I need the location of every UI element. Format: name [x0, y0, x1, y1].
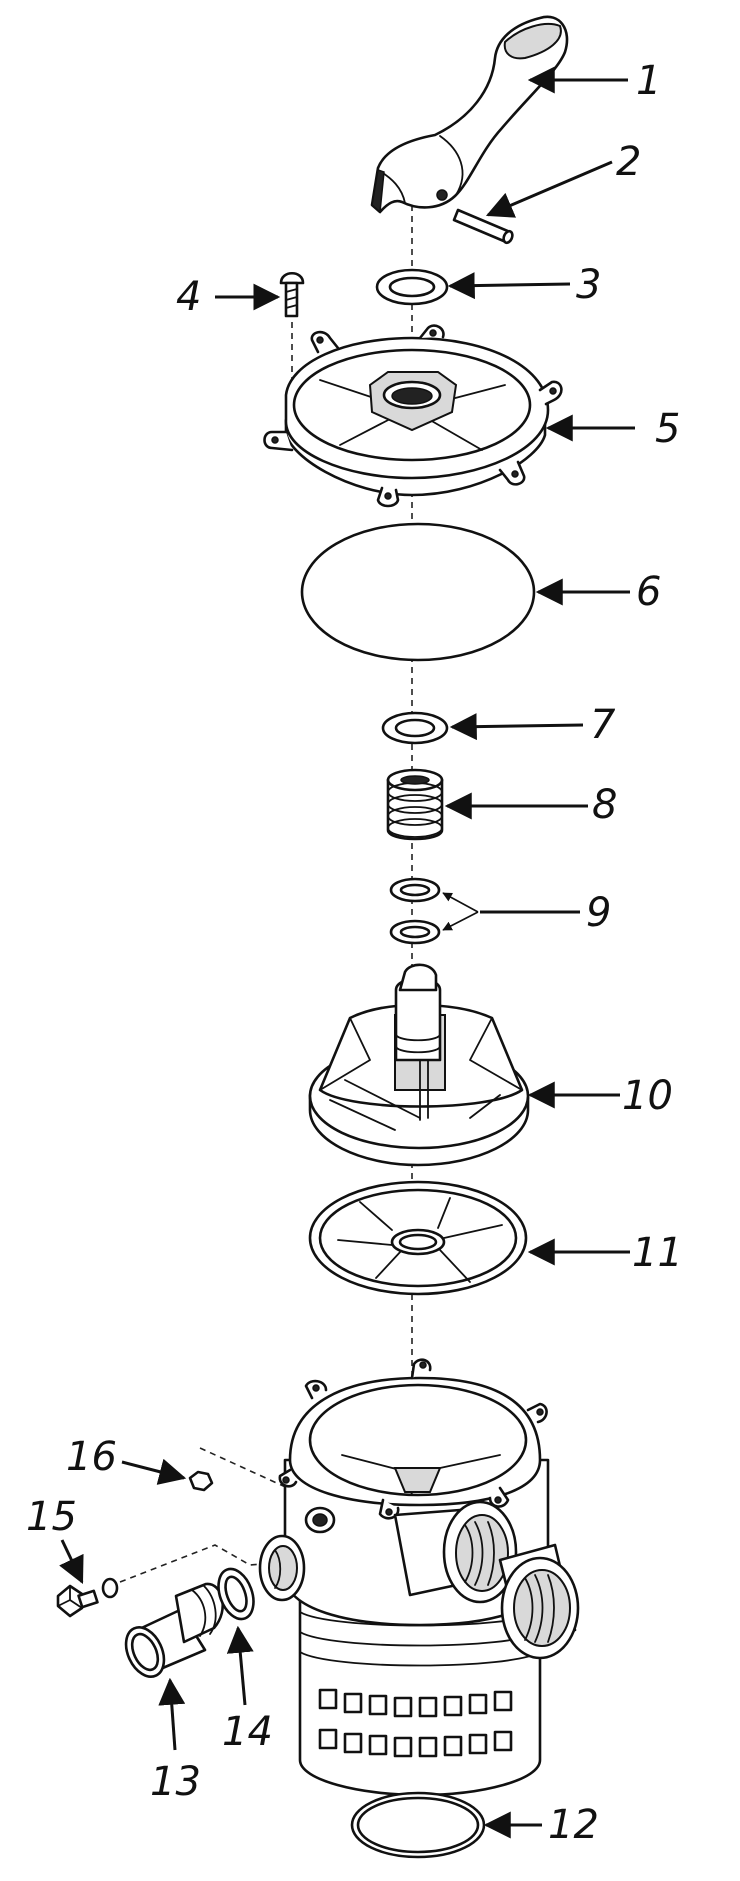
rotor-seal-part: [308, 1180, 528, 1296]
shaft-o-ring-part: [375, 268, 449, 306]
cover-lug-top: [418, 324, 445, 340]
handle-part: [370, 15, 569, 214]
spring-part: [386, 768, 444, 841]
callout-3: 3: [576, 262, 601, 308]
nut-axis: [199, 1447, 293, 1520]
body-lugs: [278, 1358, 548, 1520]
callout-labels: 1 2 3 4 5 6 7 8 9 10 11 12 13 14 15 16: [26, 58, 683, 1848]
valve-body-part: [258, 1358, 580, 1797]
adapter-o-ring-part: [217, 1567, 255, 1621]
leader-14: [226, 1625, 254, 1706]
callout-2: 2: [616, 139, 641, 185]
leader-lines: [59, 66, 635, 1839]
callout-4: 4: [176, 274, 201, 320]
callout-16: 16: [66, 1434, 117, 1480]
leader-13: [158, 1677, 186, 1751]
spring-washer-part: [381, 711, 449, 745]
leader-15: [59, 1539, 84, 1585]
callout-5: 5: [655, 406, 680, 452]
callout-15: 15: [26, 1494, 77, 1540]
cover-gasket-part: [300, 522, 536, 662]
rotor-part: [308, 963, 530, 1167]
leader-7: [449, 713, 584, 741]
cover-lug-bottomright: [498, 460, 526, 486]
callout-14: 14: [222, 1709, 273, 1755]
hex-nut-part: [188, 1470, 214, 1492]
leader-9-lower: [442, 911, 479, 931]
cover-lug-bottom: [376, 486, 400, 508]
callout-13: 13: [150, 1759, 201, 1805]
body-slots: [318, 1688, 513, 1758]
stem-o-ring-upper-part: [389, 877, 441, 903]
cover-lug-right: [538, 380, 563, 406]
callout-12: 12: [548, 1802, 599, 1848]
cover-lug-topleft: [310, 330, 340, 354]
callout-6: 6: [636, 569, 661, 615]
leader-2: [485, 160, 613, 218]
cover-lug-left: [263, 430, 294, 452]
callout-10: 10: [622, 1073, 673, 1119]
leader-9-upper: [442, 892, 479, 913]
callout-8: 8: [592, 782, 617, 828]
drain-plug-o-ring-part: [101, 1577, 119, 1599]
callout-7: 7: [590, 702, 616, 748]
cover-screw-part: [279, 271, 305, 318]
valve-cover-part: [263, 324, 563, 508]
leader-16: [121, 1458, 187, 1485]
callout-11: 11: [632, 1230, 683, 1276]
adapter-part: [124, 1582, 224, 1678]
body-o-ring-part: [350, 1791, 486, 1859]
drain-plug-part: [56, 1584, 99, 1618]
callout-1: 1: [636, 58, 661, 104]
pin-part: [452, 208, 514, 245]
leader-3: [447, 272, 571, 300]
stem-o-ring-lower-part: [389, 919, 441, 945]
callout-9: 9: [586, 890, 611, 936]
